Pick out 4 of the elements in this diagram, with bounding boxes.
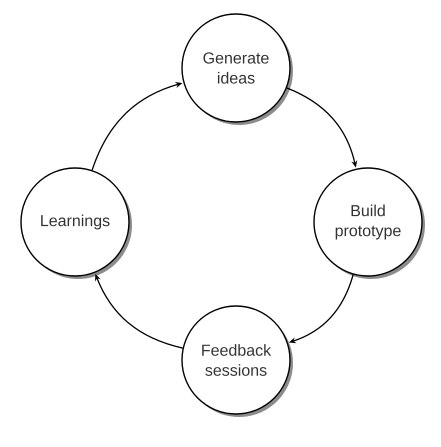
circle-node: Build prototype	[313, 167, 425, 279]
circle-node: Learnings	[20, 167, 132, 279]
circle-node: Generate ideas	[181, 13, 293, 125]
circle-node: Feedback sessions	[181, 305, 293, 417]
